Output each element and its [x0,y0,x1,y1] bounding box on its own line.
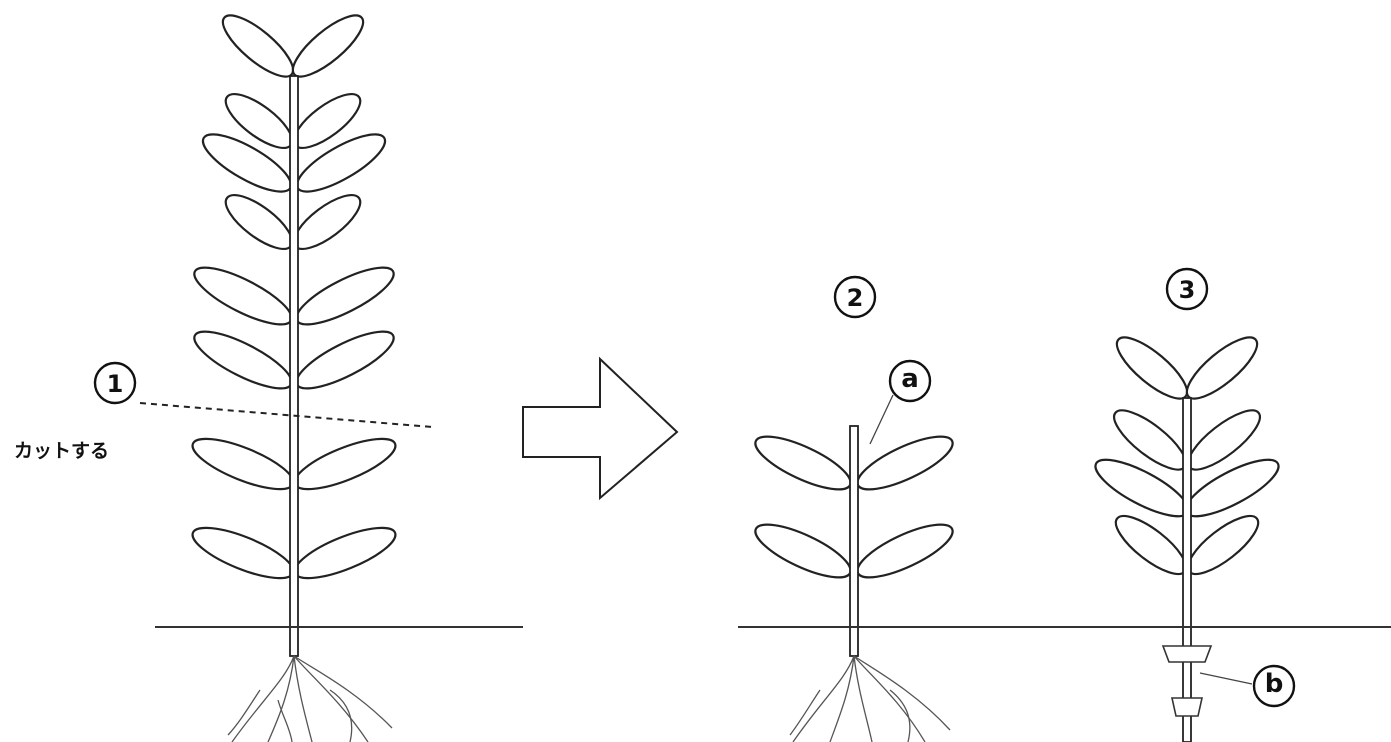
leader-a [870,395,893,444]
leaf [188,321,299,399]
plant-2-cut-base [749,426,959,742]
step-2-number: 2 [847,284,864,312]
leaf [285,6,372,86]
leaf [749,515,857,588]
leaf [851,515,959,588]
step-3-marker: 3 [1167,269,1207,309]
leader-b [1200,673,1252,684]
step-1-number: 1 [107,370,124,398]
callout-a-letter: a [901,364,919,394]
step-1-marker: 1 [95,363,135,403]
leaf [1108,507,1194,584]
plant-2-stem [850,426,858,656]
leaf [218,186,300,258]
leaf [187,429,299,499]
leaf [290,321,401,399]
plant-1-original [187,6,401,742]
cut-label: カットする [14,440,109,462]
plant-1-roots [228,656,392,742]
leaf [289,518,401,588]
callout-b-letter: b [1265,669,1284,699]
leaf [187,518,299,588]
leaf [1179,328,1266,408]
callout-b-marker: b [1254,666,1294,706]
right-arrow [523,359,677,498]
step-2-marker: 2 [835,277,875,317]
leaf [215,6,302,86]
leaf [1180,507,1266,584]
cut-line [140,403,432,427]
leaf [1109,328,1196,408]
leaf [188,257,299,335]
leaf [290,257,401,335]
leaf [289,429,401,499]
leaf [749,427,857,500]
plant-1-stem [290,76,298,656]
node-clip-upper [1163,646,1211,662]
node-clip-lower [1172,698,1202,716]
callout-a-marker: a [890,361,930,401]
leaf [851,427,959,500]
plant-3-stem [1183,398,1191,742]
plant-2-roots [790,656,950,742]
step-3-number: 3 [1179,276,1196,304]
